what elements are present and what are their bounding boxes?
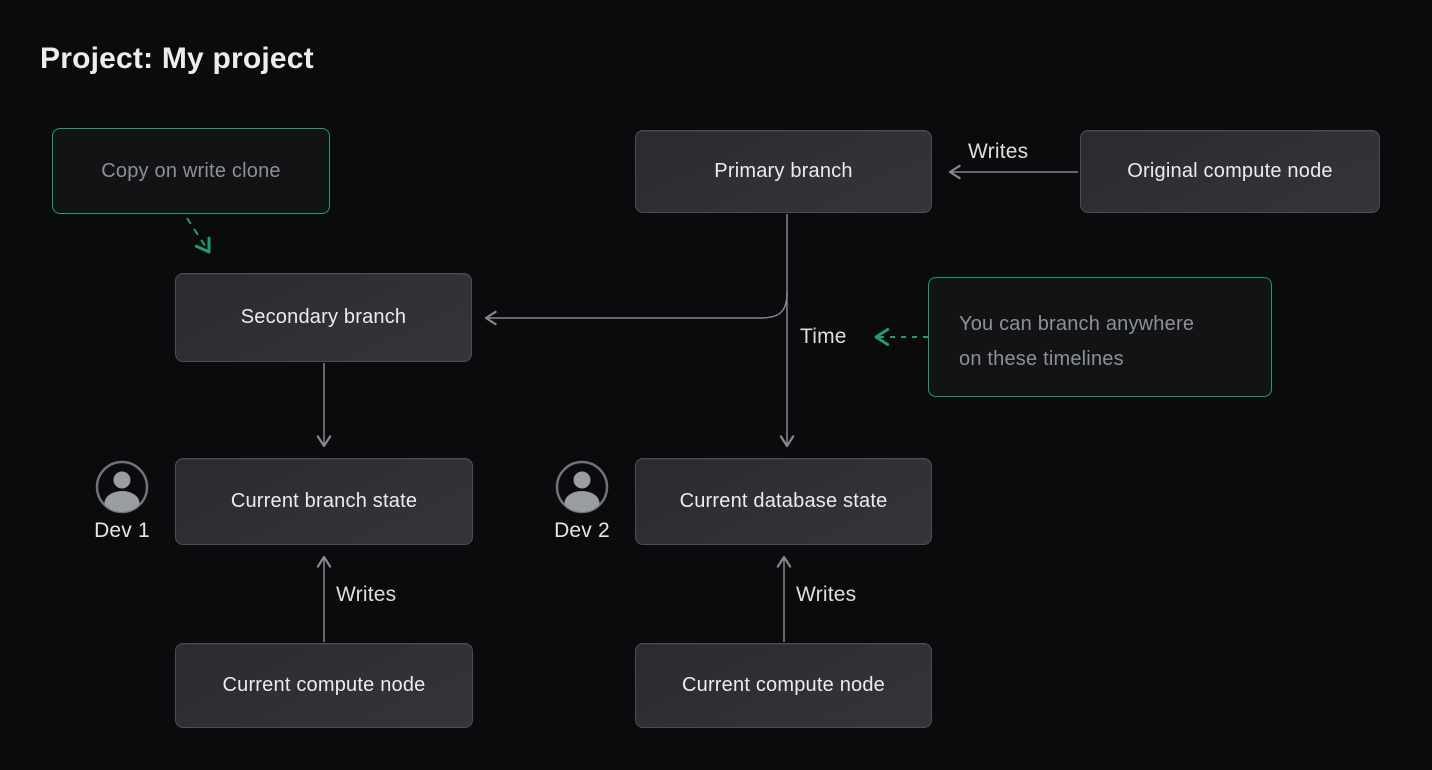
actor-dev-2-label: Dev 2 [554,519,610,542]
node-primary-branch: Primary branch [635,130,932,213]
edge-copy-clone-dashed [186,217,211,254]
node-original-compute-node: Original compute node [1080,130,1380,213]
person-icon [95,460,149,514]
edge-label-writes-bottom-right: Writes [796,583,857,606]
node-copy-on-write-clone: Copy on write clone [52,128,330,214]
note-branch-anywhere: You can branch anywhere on these timelin… [928,277,1272,397]
node-current-compute-node-left: Current compute node [175,643,473,728]
person-icon [555,460,609,514]
page-title: Project: My project [40,42,314,75]
actor-dev-2: Dev 2 [552,460,612,543]
node-current-database-state: Current database state [635,458,932,545]
actor-dev-1-label: Dev 1 [94,519,150,542]
edge-label-time: Time [800,325,847,348]
node-secondary-branch: Secondary branch [175,273,472,362]
note-line-1: You can branch anywhere [959,313,1195,335]
edge-branch-elbow [484,292,788,326]
node-current-branch-state: Current branch state [175,458,473,545]
actor-dev-1: Dev 1 [92,460,152,543]
note-line-2: on these timelines [959,348,1124,370]
edge-label-writes-top: Writes [968,140,1029,163]
edge-label-writes-bottom-left: Writes [336,583,397,606]
node-current-compute-node-right: Current compute node [635,643,932,728]
